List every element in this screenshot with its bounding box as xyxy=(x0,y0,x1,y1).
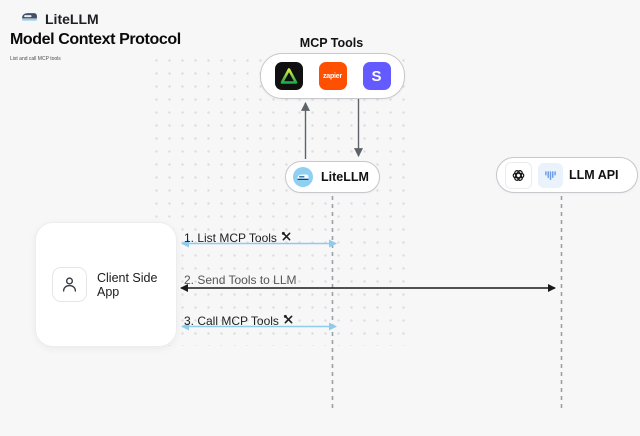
stripe-icon: S xyxy=(362,62,391,90)
llm-provider-blue-icon xyxy=(538,162,563,188)
litellm-train-icon xyxy=(20,9,39,29)
openai-icon xyxy=(505,161,532,189)
litellm-logo-icon xyxy=(293,167,313,187)
dot-grid-background xyxy=(150,54,406,346)
user-icon xyxy=(52,267,87,302)
stripe-letter: S xyxy=(371,67,382,85)
mcp-tools-label: MCP Tools xyxy=(299,36,364,50)
client-side-app-label: Client Side App xyxy=(97,270,158,299)
zapier-wordmark: zapier xyxy=(322,72,343,80)
page-subtitle: List and call MCP tools xyxy=(10,56,61,62)
zapier-icon: zapier xyxy=(318,62,347,90)
litellm-node-label: LiteLLM xyxy=(321,170,369,184)
page-title: Model Context Protocol xyxy=(10,31,181,48)
llm-api-node-label: LLM API xyxy=(569,168,619,182)
llm-api-node: LLM API xyxy=(496,157,638,193)
triangle-provider-icon xyxy=(274,62,303,90)
client-side-app-node: Client Side App xyxy=(35,222,177,347)
brand-name: LiteLLM xyxy=(45,11,99,27)
brand-row: LiteLLM xyxy=(20,9,99,29)
flow-label-send-tools-to-llm: 2. Send Tools to LLM xyxy=(184,273,297,287)
mcp-tools-box: zapier S xyxy=(260,53,405,99)
flow-label-list-mcp-tools: 1. List MCP Tools xyxy=(184,231,292,245)
tools-icon xyxy=(283,314,294,328)
tools-icon xyxy=(281,231,292,245)
flow-label-call-mcp-tools: 3. Call MCP Tools xyxy=(184,314,294,328)
litellm-node: LiteLLM xyxy=(285,161,380,193)
